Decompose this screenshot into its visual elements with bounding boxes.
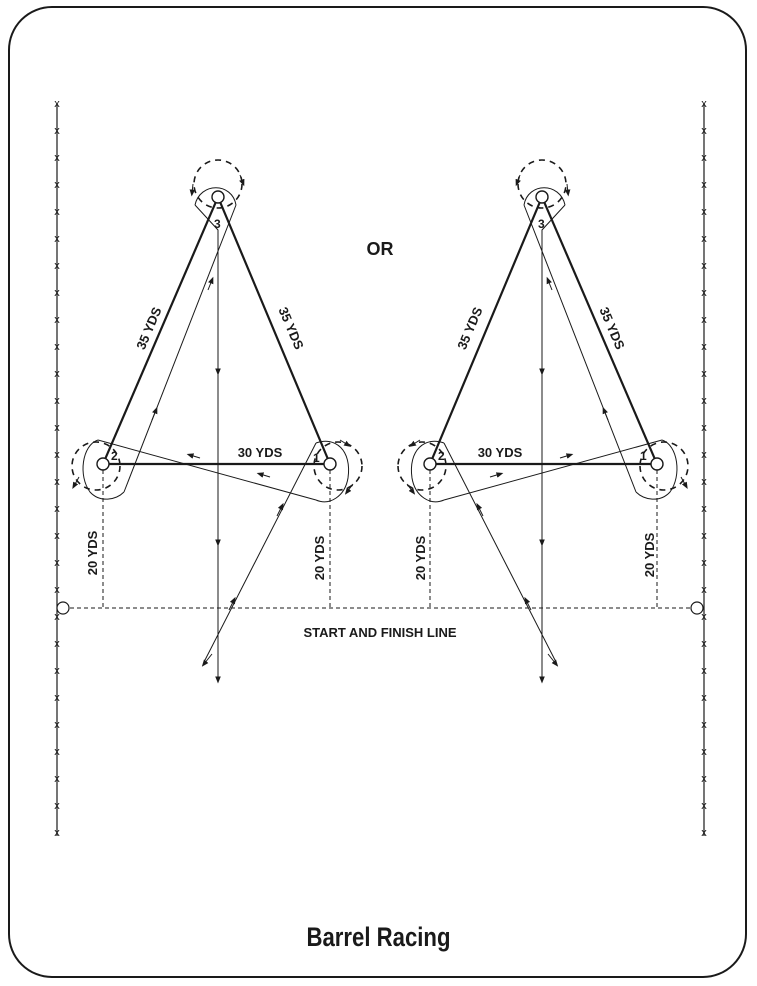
fence-post-right-4: x <box>701 206 707 218</box>
start-distance-left-a: 20 YDS <box>85 530 100 575</box>
fence-post-right-24: x <box>701 746 707 758</box>
fence-post-left-17: x <box>54 557 60 569</box>
fence-post-left-10: x <box>54 368 60 380</box>
fence-post-right-16: x <box>701 530 707 542</box>
fence-post-right-10: x <box>701 368 707 380</box>
fence-post-right-19: x <box>701 611 707 623</box>
fence-post-right-26: x <box>701 800 707 812</box>
diagram-caption: Barrel Racing <box>306 922 451 952</box>
fence-post-right-6: x <box>701 260 707 272</box>
fence-post-right-25: x <box>701 773 707 785</box>
fence-post-left-27: x <box>54 827 60 839</box>
fence-post-left-24: x <box>54 746 60 758</box>
fence-post-left-15: x <box>54 503 60 515</box>
base-distance-left: 30 YDS <box>238 445 283 460</box>
fence-right: x x x x x x x x x x x x x x x x x x x x x x x x x x x x <box>701 98 707 839</box>
barrel-2-label-left: 2 <box>111 449 118 463</box>
fence-post-right-9: x <box>701 341 707 353</box>
barrel-2-left <box>96 457 110 471</box>
fence-post-right-18: x <box>701 584 707 596</box>
fence-post-left-7: x <box>54 287 60 299</box>
pattern-right <box>397 159 689 684</box>
fence-post-left-11: x <box>54 395 60 407</box>
fence-post-left-16: x <box>54 530 60 542</box>
fence-post-left-14: x <box>54 476 60 488</box>
start-distance-left-b: 20 YDS <box>312 535 327 580</box>
fence-post-right-17: x <box>701 557 707 569</box>
fence-post-left-3: x <box>54 179 60 191</box>
fence-post-left-13: x <box>54 449 60 461</box>
fence-post-right-13: x <box>701 449 707 461</box>
barrel-1-label-left: 1 <box>313 451 320 465</box>
fence-left: x x x x x x x x x x x x x x x x x x x x x x x x x x x x <box>54 98 60 839</box>
fence-post-left-2: x <box>54 152 60 164</box>
fence-post-right-2: x <box>701 152 707 164</box>
barrel-2-label-right: 2 <box>438 449 445 463</box>
fence-post-right-7: x <box>701 287 707 299</box>
fence-post-left-22: x <box>54 692 60 704</box>
barrel-1-left <box>323 457 337 471</box>
fence-post-right-14: x <box>701 476 707 488</box>
fence-post-right-0: x <box>701 98 707 110</box>
pattern-left <box>71 159 363 684</box>
fence-post-right-5: x <box>701 233 707 245</box>
fence-post-left-18: x <box>54 584 60 596</box>
fence-post-right-15: x <box>701 503 707 515</box>
start-distance-right-b: 20 YDS <box>642 532 657 577</box>
fence-post-right-12: x <box>701 422 707 434</box>
fence-post-left-0: x <box>54 98 60 110</box>
barrel-1-label-right: 1 <box>640 449 647 463</box>
fence-post-right-22: x <box>701 692 707 704</box>
fence-post-left-8: x <box>54 314 60 326</box>
fence-post-right-8: x <box>701 314 707 326</box>
fence-post-right-11: x <box>701 395 707 407</box>
side-distance-left-a: 35 YDS <box>133 305 164 352</box>
fence-post-left-1: x <box>54 125 60 137</box>
fence-post-left-25: x <box>54 773 60 785</box>
barrel-3-label-left: 3 <box>214 217 221 231</box>
page-frame <box>8 6 747 978</box>
base-distance-right: 30 YDS <box>478 445 523 460</box>
fence-post-right-1: x <box>701 125 707 137</box>
fence-post-left-4: x <box>54 206 60 218</box>
fence-post-left-12: x <box>54 422 60 434</box>
start-distance-right-a: 20 YDS <box>413 535 428 580</box>
side-distance-right-b: 35 YDS <box>597 305 628 352</box>
fence-post-right-3: x <box>701 179 707 191</box>
fence-post-right-27: x <box>701 827 707 839</box>
fence-post-left-20: x <box>54 638 60 650</box>
fence-post-right-23: x <box>701 719 707 731</box>
fence-post-left-21: x <box>54 665 60 677</box>
fence-post-left-19: x <box>54 611 60 623</box>
fence-post-right-21: x <box>701 665 707 677</box>
barrel-3-left <box>211 190 225 204</box>
fence-post-left-26: x <box>54 800 60 812</box>
fence-post-left-23: x <box>54 719 60 731</box>
start-finish-label: START AND FINISH LINE <box>303 625 456 640</box>
fence-post-left-9: x <box>54 341 60 353</box>
fence-post-right-20: x <box>701 638 707 650</box>
or-label: OR <box>367 239 394 259</box>
fence-post-left-5: x <box>54 233 60 245</box>
fence-post-left-6: x <box>54 260 60 272</box>
start-finish-line <box>56 601 704 615</box>
barrel-3-label-right: 3 <box>538 217 545 231</box>
